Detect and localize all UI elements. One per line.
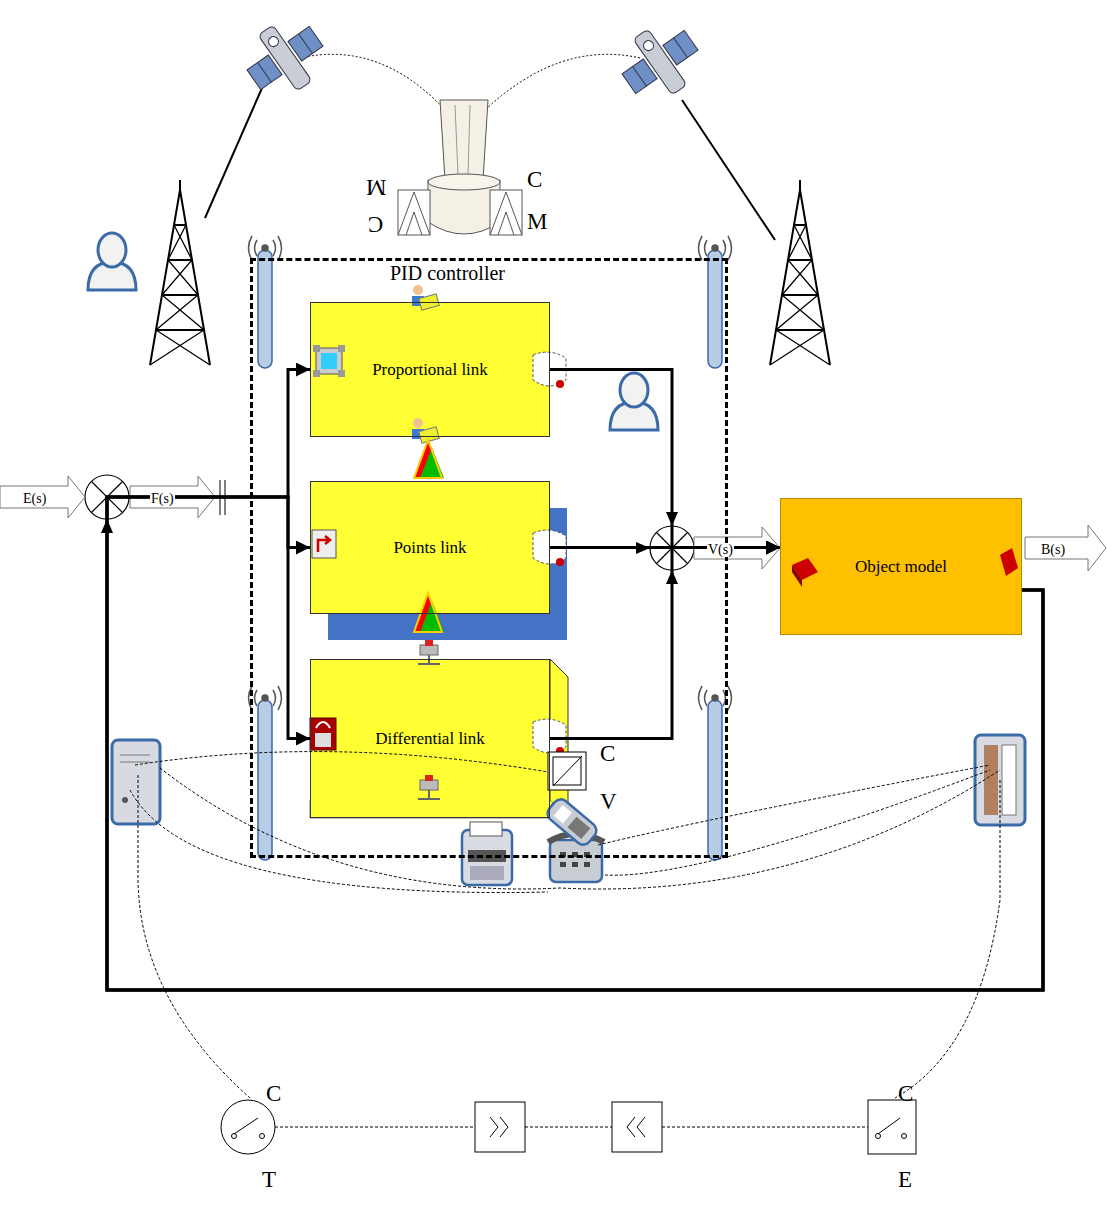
- letter-label: C: [898, 1082, 913, 1105]
- letter-label: M: [527, 210, 547, 233]
- signal-name: B(s): [1040, 543, 1066, 557]
- signal-connector: [107, 497, 1043, 990]
- letter-label: C: [368, 213, 383, 236]
- process-box: Proportional link: [310, 302, 550, 437]
- letter-label: C: [600, 742, 615, 765]
- label-holder: F(s): [150, 489, 175, 507]
- process-box: Differential link: [310, 659, 550, 818]
- controller-group: PID controllerProportional linkPoints li…: [250, 258, 728, 858]
- signal-connector: [550, 548, 780, 739]
- label-holder: B(s): [1040, 540, 1066, 558]
- box-label: Differential link: [375, 729, 485, 749]
- signal-name: V(s): [707, 543, 734, 557]
- signal-connector: [107, 497, 1043, 990]
- letter-label: T: [262, 1168, 276, 1191]
- letter-label: E: [898, 1168, 912, 1191]
- process-box: Points link: [310, 481, 550, 614]
- letter-label: M: [366, 176, 386, 199]
- box-label: Proportional link: [372, 360, 488, 380]
- box-label: Object model: [855, 557, 947, 577]
- label-holder: T: [262, 1168, 276, 1191]
- label-holder: V: [600, 790, 617, 813]
- letter-label: C: [527, 168, 542, 191]
- process-box: Object model: [780, 498, 1022, 635]
- label-holder: C: [898, 1082, 913, 1105]
- label-holder: V(s): [707, 540, 734, 558]
- label-holder: E: [898, 1168, 912, 1191]
- box-label: Points link: [393, 538, 466, 558]
- signal-connector: [107, 370, 1043, 991]
- label-holder: C: [600, 742, 615, 765]
- signal-name: E(s): [22, 492, 47, 506]
- label-holder: C: [527, 168, 542, 191]
- label-holder: M: [527, 210, 547, 233]
- signal-connector: [550, 370, 780, 548]
- letter-label: C: [266, 1082, 281, 1105]
- label-holder: M: [366, 176, 386, 199]
- signal-name: F(s): [150, 492, 175, 506]
- label-holder: C: [266, 1082, 281, 1105]
- label-holder: E(s): [22, 489, 47, 507]
- group-heading: PID controller: [388, 262, 507, 285]
- letter-label: V: [600, 790, 617, 813]
- label-holder: C: [368, 213, 383, 236]
